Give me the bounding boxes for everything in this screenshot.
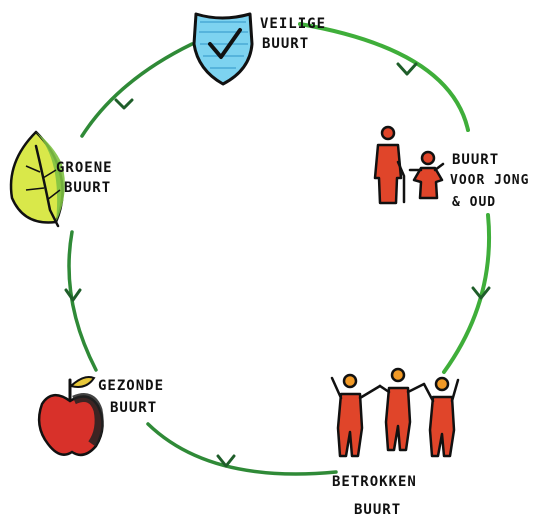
arrow-head-4 xyxy=(64,288,82,302)
jongoud-label-line1: BUURT xyxy=(452,152,499,168)
arrow-head-3 xyxy=(216,454,236,468)
node-veilige-buurt: VEILIGE BUURT xyxy=(192,12,326,86)
arc-veilige-to-jongoud xyxy=(298,22,470,132)
arc-groene-to-veilige xyxy=(80,42,194,138)
jongoud-label-line3: & OUD xyxy=(452,195,496,210)
groene-label-line1: GROENE xyxy=(56,160,113,176)
arrow-head-5 xyxy=(114,98,134,110)
betrokken-label-line1: BETROKKEN xyxy=(332,474,417,490)
node-gezonde-buurt: GEZONDE BUURT xyxy=(37,376,164,457)
arrow-heads xyxy=(64,62,491,468)
three-people-holding-hands-icon xyxy=(330,367,460,458)
arc-betrokken-to-gezonde xyxy=(146,422,338,476)
veilige-label-line1: VEILIGE xyxy=(260,16,326,32)
gezonde-label-line1: GEZONDE xyxy=(98,378,164,394)
arrow-head-2 xyxy=(471,286,491,300)
node-jong-en-oud: BUURT VOOR JONG & OUD xyxy=(373,125,529,210)
shield-check-icon xyxy=(192,12,254,86)
betrokken-label-line2: BUURT xyxy=(354,502,401,518)
old-man-and-child-icon xyxy=(373,125,445,205)
leaf-icon xyxy=(9,130,65,228)
node-betrokken-buurt: BETROKKEN BUURT xyxy=(330,367,460,518)
groene-label-line2: BUURT xyxy=(64,180,111,196)
jongoud-label-line2: VOOR JONG xyxy=(450,173,529,188)
arrow-head-1 xyxy=(396,62,418,76)
veilige-label-line2: BUURT xyxy=(262,36,309,52)
arc-jongoud-to-betrokken xyxy=(442,213,492,374)
apple-icon xyxy=(37,376,104,457)
gezonde-label-line2: BUURT xyxy=(110,400,157,416)
node-groene-buurt: GROENE BUURT xyxy=(9,130,113,228)
